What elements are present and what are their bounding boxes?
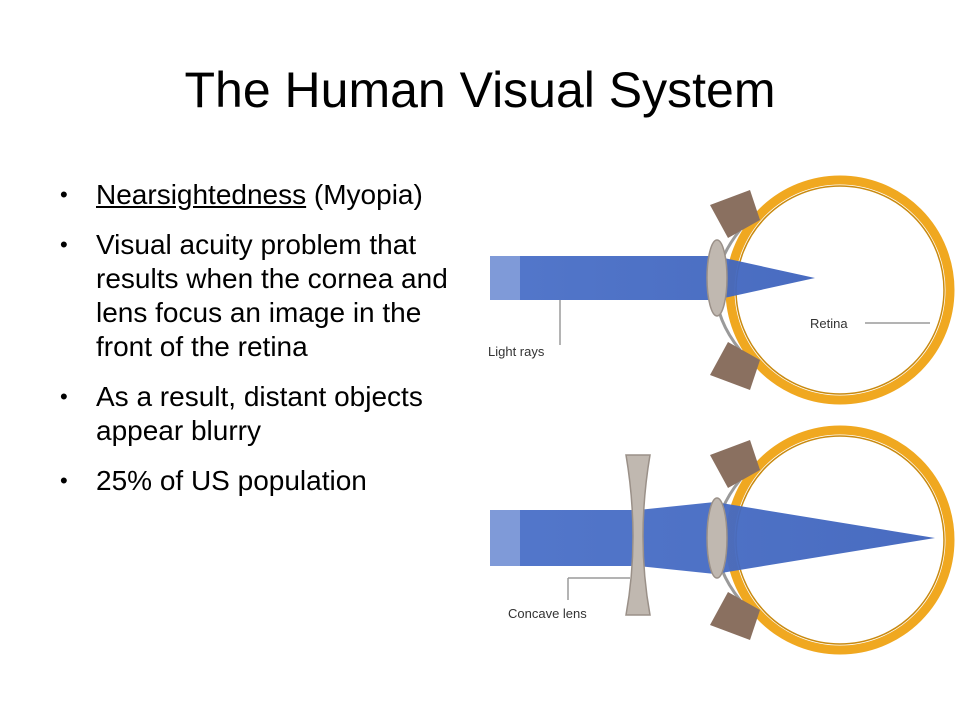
myopia-diagram: Light rays Retina Concave lens: [488, 175, 955, 655]
ciliary-muscle-top: [710, 440, 760, 488]
bullet-icon: •: [60, 182, 68, 207]
bullet-text: As a result, distant objects appear blur…: [96, 381, 423, 446]
eye-corrected: Concave lens: [490, 425, 955, 655]
crystalline-lens: [706, 497, 728, 579]
bullet-icon: •: [60, 384, 68, 409]
light-rays-beam: [490, 256, 815, 300]
label-concave-lens: Concave lens: [508, 606, 587, 621]
bullet-item: • Visual acuity problem that results whe…: [58, 228, 458, 364]
label-light-rays: Light rays: [488, 344, 545, 359]
ciliary-muscle-bottom: [710, 592, 760, 640]
bullet-icon: •: [60, 468, 68, 493]
light-rays-fade: [490, 510, 520, 566]
bullet-text: (Myopia): [306, 179, 423, 210]
slide-title: The Human Visual System: [184, 62, 776, 118]
bullet-item: • 25% of US population: [58, 464, 458, 498]
bullet-list: • Nearsightedness (Myopia) • Visual acui…: [58, 178, 458, 514]
bullet-item: • Nearsightedness (Myopia): [58, 178, 458, 212]
bullet-item: • As a result, distant objects appear bl…: [58, 380, 458, 448]
eye-uncorrected: Light rays Retina: [488, 175, 955, 405]
crystalline-lens: [706, 239, 728, 317]
eyeball-sclera: [725, 175, 955, 405]
bullet-icon: •: [60, 232, 68, 257]
bullet-text: 25% of US population: [96, 465, 367, 496]
bullet-text: Visual acuity problem that results when …: [96, 229, 448, 362]
ciliary-muscle-bottom: [710, 342, 760, 390]
concave-lens: [625, 454, 651, 616]
bullet-term: Nearsightedness: [96, 179, 307, 210]
ciliary-muscle-top: [710, 190, 760, 238]
label-retina: Retina: [810, 316, 848, 331]
light-rays-fade: [490, 256, 520, 300]
